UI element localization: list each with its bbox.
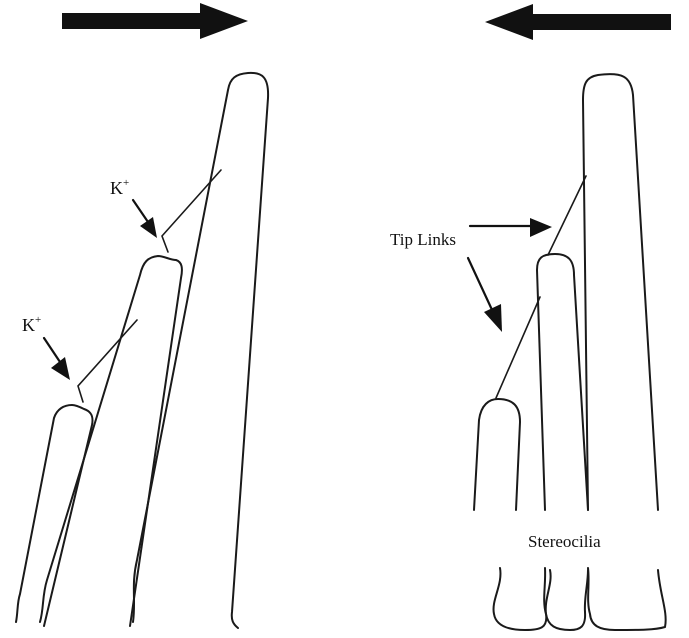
k-upper-superscript: + — [123, 177, 129, 189]
direction-arrow-left — [485, 4, 671, 40]
k-upper-text: K — [110, 178, 123, 198]
tip-links-pointer-lower-line — [466, 256, 495, 314]
stereocilium-tall-left — [132, 71, 270, 629]
stereocilium-tall-right-top — [582, 73, 659, 511]
left-panel: K+ K+ — [15, 3, 270, 629]
svg-text:K+: K+ — [22, 314, 41, 335]
stereocilium-mid-right-base — [543, 567, 589, 631]
k-lower-text: K — [22, 315, 35, 335]
k-ion-label-upper: K+ — [110, 177, 129, 198]
stereocilium-short-right-top — [473, 398, 521, 511]
tip-link-lower-left — [77, 319, 138, 403]
k-ion-label-lower: K+ — [22, 314, 41, 335]
tip-link-lower-right — [495, 296, 541, 399]
stereocilium-mid-left — [39, 255, 183, 627]
k-upper-pointer-line — [131, 198, 150, 224]
right-panel: Tip Links Stereocilia — [390, 4, 671, 631]
k-lower-superscript: + — [35, 314, 41, 326]
stereocilium-short-right-base — [492, 567, 552, 631]
k-lower-pointer-line — [42, 336, 62, 364]
stereocilia-label: Stereocilia — [528, 532, 601, 551]
svg-text:K+: K+ — [110, 177, 129, 198]
stereocilium-tall-right-base — [587, 567, 667, 631]
tip-links-pointer-lower-head — [484, 304, 502, 332]
stereocilium-short-left — [15, 404, 94, 627]
tip-link-upper-right — [547, 175, 587, 256]
k-lower-pointer-head — [51, 357, 70, 380]
direction-arrow-right — [62, 3, 248, 39]
tip-link-upper-left — [161, 169, 222, 253]
stereocilium-mid-right-top — [536, 253, 589, 511]
tip-links-pointer-upper-head — [530, 218, 552, 237]
k-upper-pointer-head — [140, 217, 157, 238]
tip-links-label: Tip Links — [390, 230, 456, 249]
